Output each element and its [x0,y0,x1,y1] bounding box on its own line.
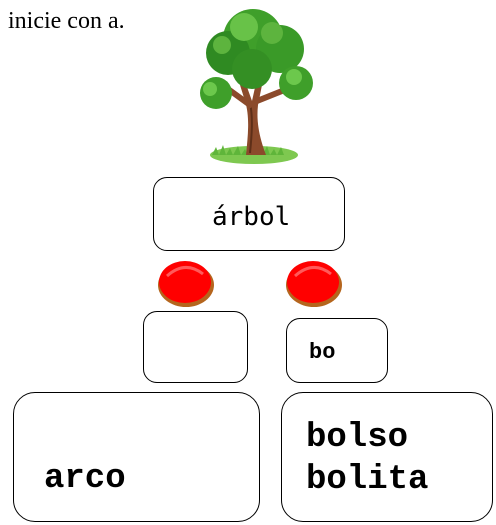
red-dot-left [158,261,214,307]
tree-image [200,9,313,164]
syllable-box-bo: bo [286,318,388,383]
instruction-text: inicie con a. [8,8,125,34]
red-dot-right [286,261,342,307]
answer-box-right: bolso bolita [281,392,493,522]
syllable-text-bo: bo [309,340,336,365]
word-box: árbol [153,177,345,251]
answer-word-bolita: bolita [306,461,429,499]
answer-word-arco: arco [44,460,126,498]
answer-box-left: arco [13,392,260,522]
syllable-box-empty[interactable] [143,311,248,383]
word-text: árbol [212,202,291,232]
answer-word-bolso: bolso [306,419,409,457]
